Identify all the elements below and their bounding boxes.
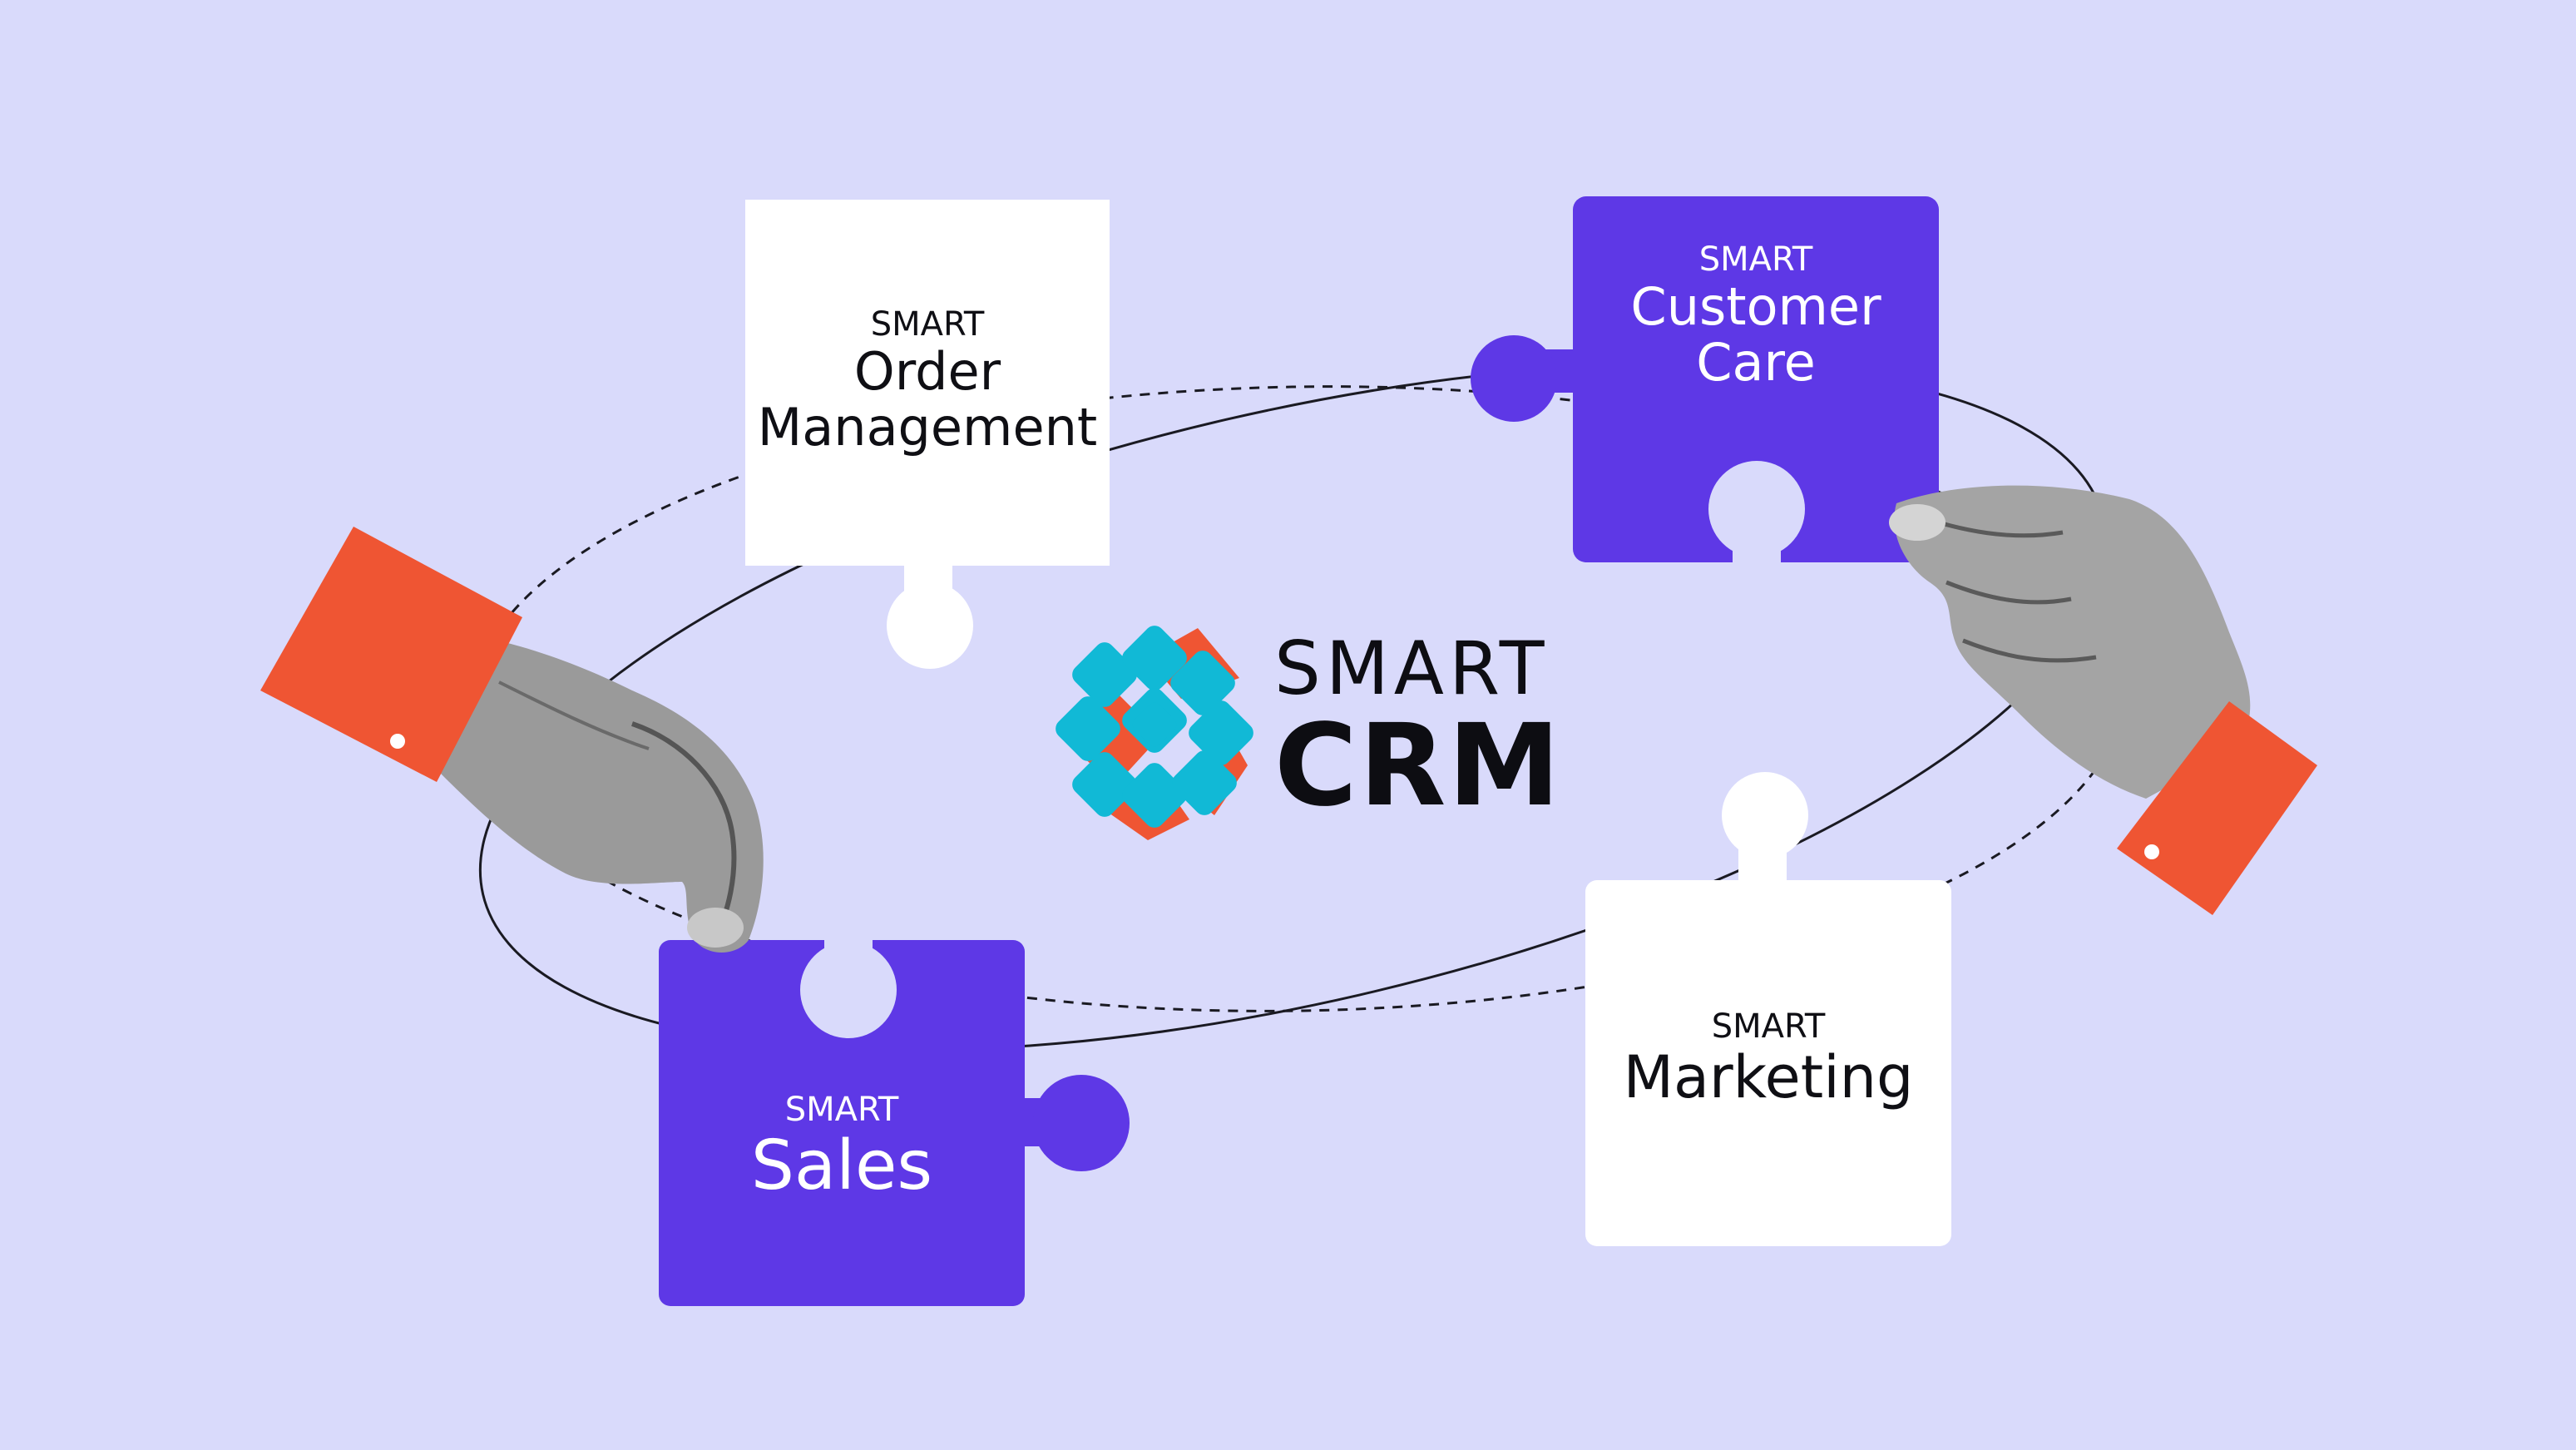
left-hand-icon (260, 527, 764, 953)
sales-piece (659, 936, 1130, 1306)
crm-logo-icon (1056, 626, 1253, 840)
customer-care-kicker: SMART (1698, 240, 1813, 279)
order-management-title-line1: Order (853, 341, 1001, 402)
sales-label: SMART Sales (659, 1090, 1025, 1204)
sales-title: Sales (750, 1126, 933, 1205)
order-management-label: SMART Order Management (745, 304, 1110, 456)
logo-line-smart: SMART (1274, 626, 1550, 711)
marketing-label: SMART Marketing (1585, 1007, 1951, 1110)
sales-kicker: SMART (784, 1091, 899, 1129)
order-management-piece (745, 200, 1110, 669)
order-management-kicker: SMART (870, 305, 985, 344)
order-management-title-line2: Management (757, 396, 1098, 458)
marketing-title: Marketing (1623, 1043, 1914, 1111)
customer-care-piece (1471, 196, 1939, 567)
marketing-piece (1585, 772, 1951, 1246)
customer-care-label: SMART Customer Care (1573, 240, 1939, 391)
logo-line-crm: CRM (1274, 700, 1562, 832)
customer-care-title-line2: Care (1696, 331, 1816, 393)
crm-logo-wordmark: SMART CRM (1274, 632, 1562, 828)
marketing-kicker: SMART (1711, 1007, 1826, 1046)
customer-care-title-line1: Customer (1630, 276, 1881, 337)
right-hand-icon (1889, 485, 2317, 915)
